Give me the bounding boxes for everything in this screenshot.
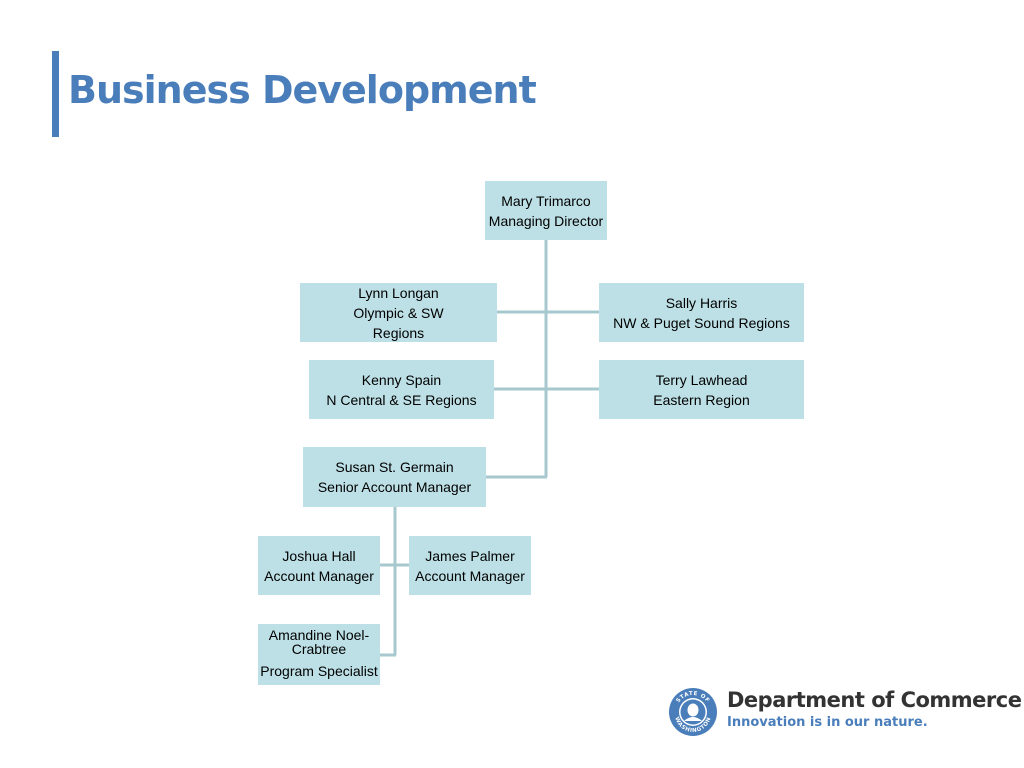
amandine-role: Program Specialist [260, 663, 378, 679]
org-box-kenny-spain: Kenny Spain N Central & SE Regions [309, 360, 494, 419]
amandine-name: Amandine Noel- Crabtree [268, 627, 370, 657]
sally-role: NW & Puget Sound Regions [613, 314, 790, 331]
susan-name: Susan St. Germain [335, 459, 454, 475]
lynn-role: Olympic & SW Regions [353, 304, 444, 341]
director-name: Mary Trimarco [501, 192, 591, 209]
org-box-amandine-noel-crabtree: Amandine Noel- Crabtree Program Speciali… [258, 624, 380, 685]
title-accent-bar [52, 51, 59, 137]
terry-name: Terry Lawhead [655, 371, 748, 388]
director-role: Managing Director [488, 212, 604, 229]
kenny-role: N Central & SE Regions [326, 391, 477, 408]
joshua-role: Account Manager [264, 567, 374, 584]
org-box-lynn-longan: Lynn Longan Olympic & SW Regions [300, 283, 497, 342]
org-box-james-palmer: James Palmer Account Manager [409, 536, 531, 595]
susan-role: Senior Account Manager [317, 479, 472, 495]
kenny-name: Kenny Spain [361, 371, 442, 388]
org-box-managing-director: Mary Trimarco Managing Director [485, 181, 607, 240]
org-box-joshua-hall: Joshua Hall Account Manager [258, 536, 380, 595]
washington-seal-icon: STATE OF WASHINGTON [669, 688, 717, 736]
page-title: Business Development [68, 68, 537, 112]
org-box-susan-st-germain: Susan St. Germain Senior Account Manager [303, 447, 486, 507]
department-name: Department of Commerce [727, 688, 1022, 712]
sally-name: Sally Harris [665, 294, 738, 311]
james-name: James Palmer [425, 547, 515, 564]
department-tagline: Innovation is in our nature. [727, 715, 928, 730]
terry-role: Eastern Region [653, 391, 750, 408]
joshua-name: Joshua Hall [282, 547, 356, 564]
james-role: Account Manager [415, 567, 525, 584]
org-box-sally-harris: Sally Harris NW & Puget Sound Regions [599, 283, 804, 342]
lynn-name: Lynn Longan [358, 284, 439, 301]
department-of-commerce-logo: STATE OF WASHINGTON Department of Commer… [668, 687, 1022, 741]
org-box-terry-lawhead: Terry Lawhead Eastern Region [599, 360, 804, 419]
